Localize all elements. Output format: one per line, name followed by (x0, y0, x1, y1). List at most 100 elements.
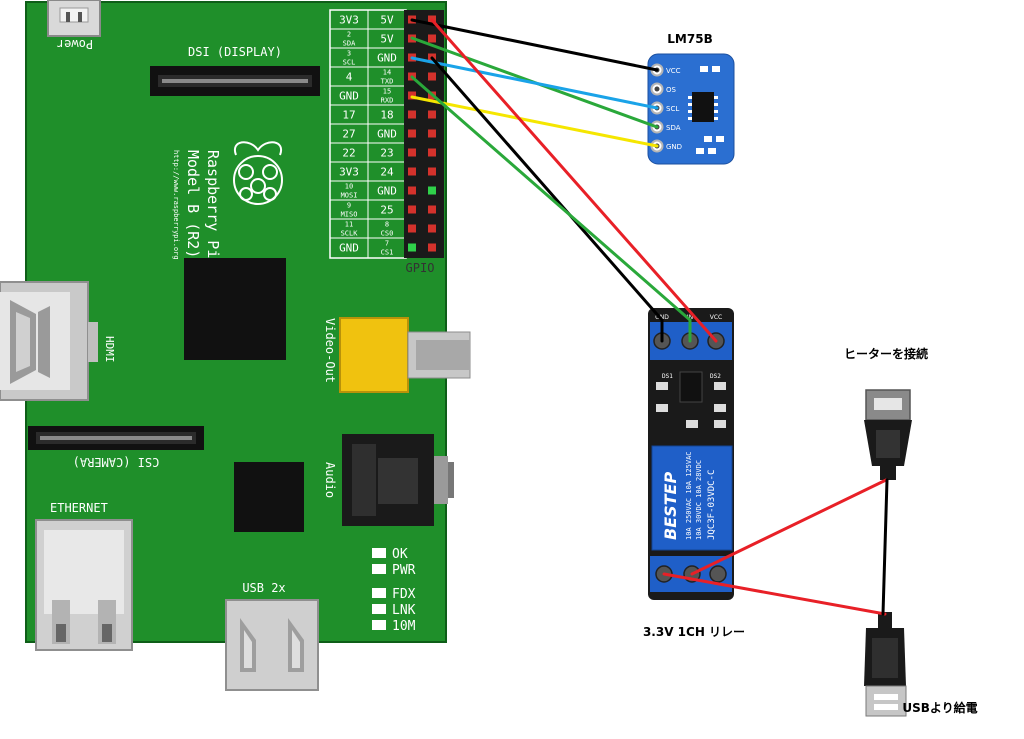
sensor-title: LM75B (667, 32, 712, 46)
brand-line2: Model B (R2) (184, 150, 202, 258)
relay-caption: 3.3V 1CH リレー (643, 625, 745, 639)
usb-ethernet-chip (234, 462, 304, 532)
wire-gnd-relay (430, 56, 664, 343)
gpio-pin (428, 110, 436, 119)
gpio-pin (428, 129, 436, 138)
ethernet-label: ETHERNET (50, 501, 108, 515)
gpio-pin-label: SCL (343, 59, 356, 67)
relay-out-terminal-3 (709, 565, 727, 583)
dsi-label: DSI (DISPLAY) (188, 45, 282, 59)
gpio-pin (428, 148, 436, 157)
wire-relay-to-heater (690, 478, 888, 576)
gpio-pin-number: 2 (347, 31, 351, 39)
wire-vcc-sensor (410, 18, 659, 72)
gpio-pin-number: 15 (383, 88, 391, 96)
gpio-pin-label: TXD (381, 78, 394, 86)
wire-relay-to-supply (662, 572, 887, 616)
gpio-pin-label: 4 (346, 71, 353, 84)
usb-connector (225, 599, 319, 691)
gpio-pin-label: GND (377, 128, 397, 141)
usb-label: USB 2x (242, 581, 285, 595)
csi-label: CSI (CAMERA) (73, 455, 160, 469)
sensor-pin-label: VCC (666, 67, 681, 75)
gpio-pin-label: GND (377, 52, 397, 65)
gpio-pin-number: 9 (347, 202, 351, 210)
relay-transistor (679, 371, 703, 403)
soc-chip (184, 258, 286, 360)
relay-brand: BESTEP (661, 472, 680, 540)
gpio-pin-label: MISO (341, 211, 358, 219)
gpio-pin-number: 3 (347, 50, 351, 58)
gpio-pin-label: 3V3 (339, 14, 359, 27)
gpio-pin-label: 22 (342, 147, 355, 160)
gpio-pin-number: 14 (383, 69, 391, 77)
gpio-pin (428, 186, 436, 195)
gpio-pin-label: 23 (380, 147, 393, 160)
gpio-pin-number: 8 (385, 221, 389, 229)
relay-terminal-label: VCC (710, 314, 722, 321)
video-out-connector (339, 317, 471, 393)
usb-female-caption: ヒーターを接続 (844, 346, 928, 361)
dsi-connector (150, 66, 320, 96)
gpio-pin-label: GND (339, 242, 359, 255)
ethernet-connector (35, 519, 133, 651)
gpio-pin-label: GND (339, 90, 359, 103)
sensor-pin-center (654, 86, 660, 92)
gpio-pin (408, 91, 416, 100)
brand-line1: Raspberry Pi (204, 150, 222, 258)
relay-model: JQC3F-03VDC-C (707, 470, 717, 540)
csi-connector (28, 426, 204, 450)
power-connector (47, 0, 101, 37)
relay-terminal-label: IN (687, 314, 693, 321)
hdmi-connector (0, 281, 98, 401)
gpio-pin-label: 5V (380, 14, 394, 27)
wire-gnd-sensor (410, 95, 659, 148)
brand-url: http://www.raspberrypi.org (172, 150, 180, 260)
gpio-pin-label: CS1 (381, 249, 394, 257)
gpio-pin-label: 18 (380, 109, 393, 122)
gpio-pin-number: 7 (385, 240, 389, 248)
led-ok-label: OK (392, 547, 408, 562)
sensor-pin-label: GND (666, 143, 682, 151)
power-label: Power (57, 37, 93, 51)
wire-usb-ground (881, 478, 889, 616)
sensor-pcb (647, 53, 735, 165)
raspberry-pi-board: Power DSI (DISPLAY) Raspberry Pi Model B… (0, 0, 471, 691)
brand-text: Raspberry Pi Model B (R2) http://www.ras… (172, 150, 222, 260)
gpio-pin-label: 27 (342, 128, 355, 141)
gpio-pin-label: RXD (381, 97, 394, 105)
relay-cube-text: BESTEP 10A 250VAC 10A 125VAC 10A 30VDC 1… (661, 451, 717, 540)
gpio-pin (408, 224, 416, 233)
status-leds: OK PWR FDX LNK 10M (372, 547, 416, 634)
led-lnk-label: LNK (392, 603, 416, 618)
wire-scl-sensor (410, 56, 659, 110)
raspberry-logo-icon (233, 141, 283, 205)
wire-in-relay (410, 75, 692, 343)
audio-connector (342, 434, 454, 526)
video-out-label: Video-Out (323, 318, 337, 383)
gpio-pin (408, 205, 416, 214)
led-fdx-label: FDX (392, 587, 416, 602)
usb-male-connector: USBより給電 (864, 612, 978, 717)
audio-label: Audio (323, 462, 337, 498)
gpio-pin (408, 167, 416, 176)
gpio-pin-label: MOSI (341, 192, 358, 200)
gpio-pin (408, 186, 416, 195)
gpio-pin (408, 129, 416, 138)
gpio-pin (408, 148, 416, 157)
gpio-pin-label: 5V (380, 33, 394, 46)
gpio-pin-label: 24 (380, 166, 394, 179)
wire-vcc-relay (430, 18, 718, 343)
gpio-pin-label: 25 (380, 204, 393, 217)
sensor-pin-label: SCL (666, 105, 679, 113)
gpio-pin (428, 72, 436, 81)
sensor-chip (692, 92, 714, 122)
relay-spec-2: 10A 30VDC 10A 28VDC (695, 460, 703, 540)
gpio-pin-label: GND (377, 185, 397, 198)
relay-spec-1: 10A 250VAC 10A 125VAC (685, 451, 693, 540)
gpio-pin (428, 243, 436, 252)
